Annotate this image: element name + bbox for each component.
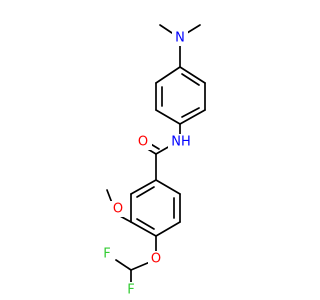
amine-nitrogen-label: N bbox=[175, 31, 185, 46]
methoxy-oxygen-label: O bbox=[113, 202, 123, 217]
bond-ring1-double-2 bbox=[181, 107, 200, 118]
bond-methoxy-o-methyl bbox=[106, 189, 113, 204]
bond-methyl-left bbox=[159, 24, 173, 34]
bond-group bbox=[106, 24, 206, 288]
ether-oxygen-label: O bbox=[151, 252, 161, 267]
bond-ring2-f bbox=[130, 179, 157, 195]
molecule-canvas: N NH O O O F F bbox=[99, 24, 206, 298]
bond-ring2-d bbox=[130, 221, 157, 237]
bond-ring2-c bbox=[155, 221, 181, 237]
bond-ring2-a bbox=[155, 179, 181, 195]
bond-nh-carbonyl bbox=[155, 145, 171, 155]
carbonyl-oxygen-label: O bbox=[138, 135, 148, 150]
atom-labels: N NH O O O F F bbox=[99, 30, 194, 298]
fluorine-bottom-label: F bbox=[127, 283, 134, 298]
bond-methyl-right bbox=[186, 24, 201, 34]
bond-ring1-f bbox=[155, 66, 181, 84]
bond-ring1-c bbox=[179, 109, 206, 125]
bond-ring2-double-3 bbox=[136, 186, 155, 198]
bond-chf2-f-top bbox=[115, 259, 132, 271]
molecule-structure: N NH O O O F F bbox=[99, 24, 206, 298]
fluorine-top-label: F bbox=[103, 247, 110, 262]
bond-ring1-d bbox=[155, 109, 181, 125]
amide-nh-label: NH bbox=[171, 135, 191, 150]
bond-ring1-a bbox=[179, 66, 206, 84]
bond-ring2-double-2 bbox=[136, 218, 155, 230]
bond-ether-o-chf2 bbox=[130, 261, 151, 271]
bond-ring1-double-1 bbox=[181, 73, 200, 86]
